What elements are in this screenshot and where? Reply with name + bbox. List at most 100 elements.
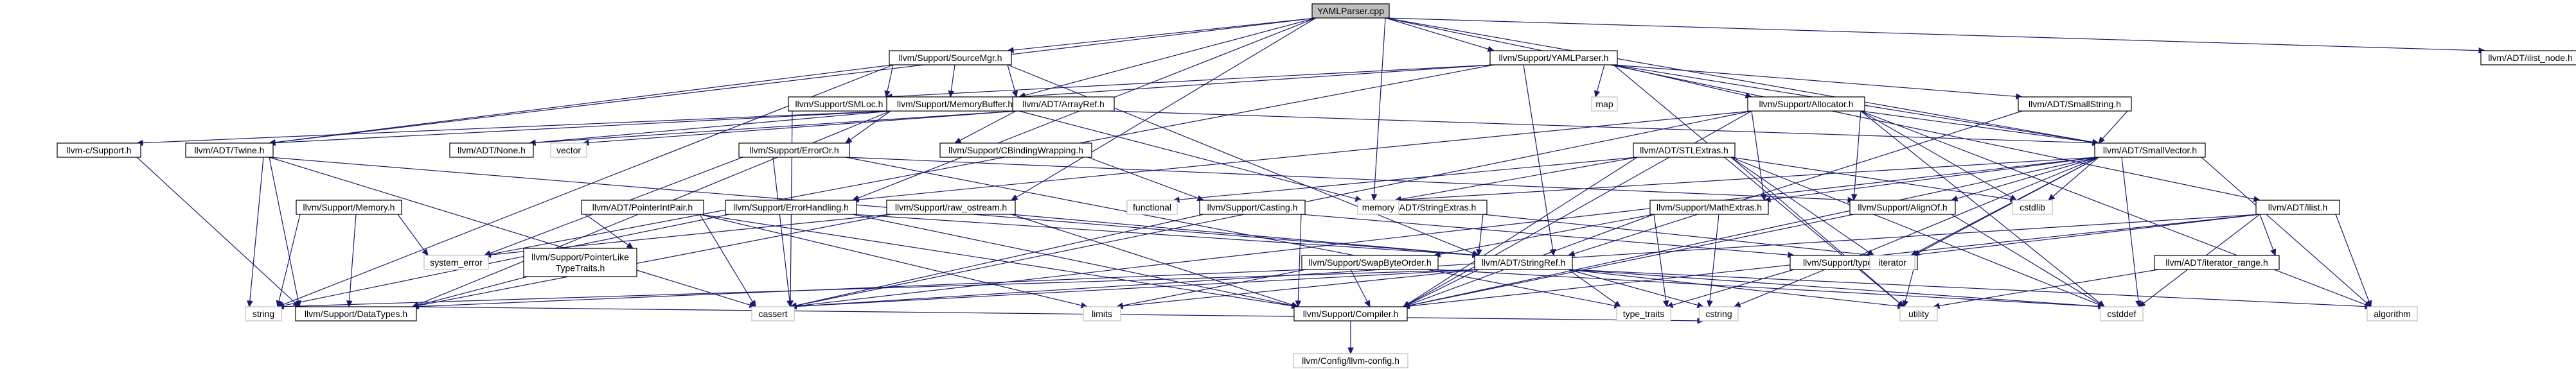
node-stlextras[interactable]: llvm/ADT/STLExtras.h (1633, 142, 1736, 158)
edge-memorybuffer-to-csupport (142, 110, 891, 144)
node-system_error[interactable]: system_error (423, 255, 489, 270)
node-box (1083, 306, 1121, 322)
edge-arrowhead (1347, 347, 1354, 355)
node-datatypes[interactable]: llvm/Support/DataTypes.h (295, 306, 417, 322)
edge-yamlparser_cpp-to-memorybuffer (1024, 17, 1317, 96)
node-sourcemgr[interactable]: llvm/Support/SourceMgr.h (889, 50, 1012, 65)
node-errorhandling[interactable]: llvm/Support/ErrorHandling.h (725, 200, 857, 215)
edge-stlextras-to-utility (1730, 157, 1900, 304)
edge-allocator-to-cstdlib (1860, 110, 2012, 198)
edge-pointerintpair-to-limits (699, 214, 1082, 306)
node-box (1899, 306, 1938, 322)
node-cassert[interactable]: cassert (751, 306, 795, 322)
node-cstddef[interactable]: cstddef (2100, 306, 2144, 322)
node-twine[interactable]: llvm/ADT/Twine.h (185, 142, 274, 158)
node-label: llvm/Support/MemoryBuffer.h (897, 99, 1013, 109)
node-vector[interactable]: vector (550, 142, 587, 158)
edge-errorhandling-to-stringref (852, 214, 1473, 256)
edge-yamlparser_cpp-to-raw_ostream (1016, 17, 1317, 198)
node-pointerintpair[interactable]: llvm/ADT/PointerIntPair.h (581, 200, 704, 215)
edge-yamlparser_cpp-to-smallvector (1385, 17, 2093, 143)
edge-ilist-to-iterator (1916, 214, 2261, 255)
edge-casting-to-cassert (795, 214, 1204, 306)
edge-twine-to-datatypes (269, 157, 299, 302)
node-none[interactable]: llvm/ADT/None.h (449, 142, 534, 158)
node-smallvector[interactable]: llvm/ADT/SmallVector.h (2094, 142, 2206, 158)
node-box (1699, 306, 1739, 322)
node-cbindingwrapping[interactable]: llvm/Support/CBindingWrapping.h (939, 142, 1092, 158)
node-smallstring[interactable]: llvm/ADT/SmallString.h (2018, 96, 2132, 112)
edge-memorybuffer-to-none (535, 110, 891, 143)
edge-twine-to-stringref (269, 157, 1473, 255)
edge-stringref-to-algorithm (1568, 269, 2366, 307)
node-yamlparser_cpp: YAMLParser.cpp (1311, 3, 1390, 19)
node-iterator[interactable]: iterator (1869, 255, 1915, 270)
node-label: llvm/ADT/None.h (457, 145, 526, 155)
node-casting[interactable]: llvm/Support/Casting.h (1199, 200, 1306, 215)
edge-stringref-to-string (283, 269, 1479, 307)
node-csupport[interactable]: llvm-c/Support.h (57, 142, 141, 158)
node-box (523, 248, 637, 277)
node-algorithm[interactable]: algorithm (2367, 306, 2418, 322)
node-mathextras[interactable]: llvm/Support/MathExtras.h (1649, 200, 1769, 215)
node-box (939, 142, 1092, 158)
node-string[interactable]: string (245, 306, 282, 322)
edge-pointerliketypetraits-to-datatypes (418, 276, 528, 306)
node-compiler[interactable]: llvm/Support/Compiler.h (1293, 306, 1408, 322)
node-label: llvm/ADT/StringExtras.h (1381, 202, 1477, 212)
node-smloc[interactable]: llvm/Support/SMLoc.h (788, 96, 891, 112)
node-box (1126, 200, 1178, 215)
node-label: llvm-c/Support.h (66, 145, 131, 155)
node-map[interactable]: map (1591, 96, 1618, 112)
node-support_yamlparser[interactable]: llvm/Support/YAMLParser.h (1489, 50, 1618, 65)
edge-smallvector-to-algorithm (2201, 157, 2367, 304)
node-config[interactable]: llvm/Config/llvm-config.h (1293, 353, 1408, 368)
node-utility[interactable]: utility (1899, 306, 1938, 322)
node-box (1293, 353, 1408, 368)
node-ilist_node[interactable]: llvm/ADT/ilist_node.h (2480, 50, 2576, 65)
edge-stringref-to-compiler (1408, 269, 1479, 305)
edge-arrowhead (1613, 300, 1622, 307)
edge-smallvector-to-cstdlib (2052, 157, 2099, 197)
edge-arrayref-to-none (535, 110, 1017, 144)
node-swapbyteorder[interactable]: llvm/Support/SwapByteOrder.h (1301, 255, 1439, 270)
edge-cbindingwrapping-to-casting (1087, 157, 1198, 199)
edge-arrowhead (1594, 90, 1601, 98)
node-memorybuffer[interactable]: llvm/Support/MemoryBuffer.h (886, 96, 1024, 112)
edge-arrayref-to-vector (588, 110, 1017, 143)
node-allocator[interactable]: llvm/Support/Allocator.h (1747, 96, 1865, 112)
node-limits[interactable]: limits (1083, 306, 1121, 322)
node-cstdlib[interactable]: cstdlib (2012, 200, 2053, 215)
node-functional[interactable]: functional (1126, 200, 1178, 215)
node-memory[interactable]: memory (1357, 200, 1399, 215)
node-label: cstddef (2107, 309, 2136, 319)
node-stringref[interactable]: llvm/ADT/StringRef.h (1474, 255, 1573, 270)
node-box (296, 200, 402, 215)
node-arrayref[interactable]: llvm/ADT/ArrayRef.h (1012, 96, 1115, 112)
edge-allocator-to-smallvector (1860, 110, 2093, 143)
edge-ilist-to-iterator_range (2259, 214, 2274, 250)
node-ilist[interactable]: llvm/ADT/ilist.h (2255, 200, 2340, 215)
node-iterator_range[interactable]: llvm/ADT/iterator_range.h (2154, 255, 2280, 270)
node-type_traits[interactable]: type_traits (1616, 306, 1671, 322)
edge-stringref-to-cassert (795, 269, 1479, 307)
node-label: llvm/ADT/STLExtras.h (1640, 145, 1728, 155)
edge-arrowhead (1011, 90, 1018, 98)
node-box (2100, 306, 2144, 322)
node-label: cstring (1705, 309, 1732, 319)
node-alignof[interactable]: llvm/Support/AlignOf.h (1849, 200, 1956, 215)
edge-memorybuffer-to-cbindingwrapping (959, 110, 1017, 141)
node-box (2367, 306, 2418, 322)
node-support_memory[interactable]: llvm/Support/Memory.h (296, 200, 402, 215)
node-cstring[interactable]: cstring (1699, 306, 1739, 322)
node-label: iterator (1878, 257, 1906, 268)
edge-memorybuffer-to-memory (1018, 110, 1356, 200)
edge-alignof-to-compiler (1408, 214, 1854, 306)
node-errororr[interactable]: llvm/Support/ErrorOr.h (738, 142, 850, 158)
node-box (889, 50, 1012, 65)
node-box (1199, 200, 1306, 215)
node-raw_ostream[interactable]: llvm/Support/raw_ostream.h (886, 200, 1016, 215)
edge-sourcemgr-to-smloc (887, 64, 894, 92)
edge-stringref-to-type_traits (1568, 269, 1617, 304)
